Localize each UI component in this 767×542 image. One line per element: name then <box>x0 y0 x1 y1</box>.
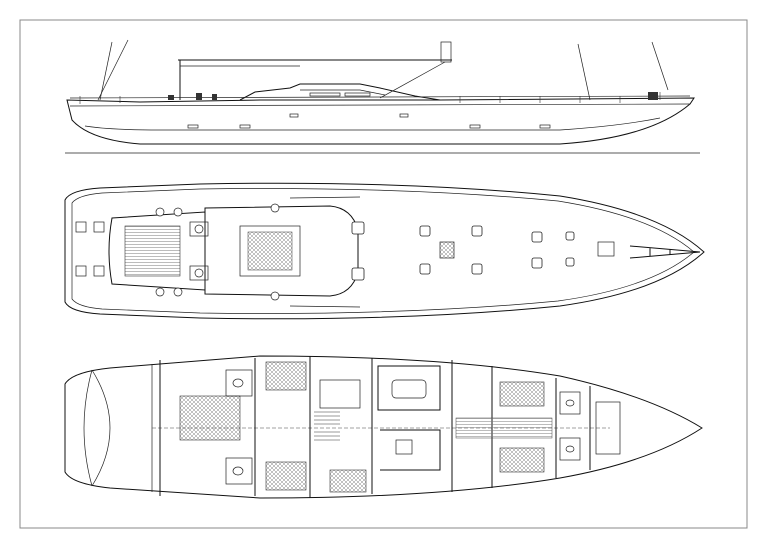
deck-plan <box>64 182 705 320</box>
saloon-table <box>391 379 427 399</box>
genoa-track-port <box>289 196 361 199</box>
sheet-frame <box>19 19 748 529</box>
cockpit-outline <box>108 211 206 291</box>
companionway-stairs <box>314 411 340 441</box>
deckhouse-windows <box>300 89 386 96</box>
fore-hatch <box>597 241 615 257</box>
deck-outline <box>64 182 705 320</box>
aft-cabin-berth <box>179 395 241 441</box>
deck-winches <box>168 92 658 100</box>
backstay <box>97 39 129 101</box>
cockpit-sole <box>124 225 181 277</box>
dinette <box>319 379 361 409</box>
house-window <box>309 92 341 97</box>
aft-cabin-walls <box>159 358 256 496</box>
accommodation-plan <box>64 355 703 499</box>
mast-head <box>440 41 452 63</box>
stanchions <box>79 92 661 104</box>
sheer-line <box>69 103 691 107</box>
profile-view <box>65 39 700 154</box>
genoa-track-stbd <box>289 305 361 308</box>
hatch-main <box>239 225 301 277</box>
saloon-settee <box>377 365 441 411</box>
mast-step <box>439 241 455 259</box>
boot-stripe <box>84 117 661 131</box>
portlights <box>187 113 551 129</box>
mizzen-stay <box>99 41 113 101</box>
hull-outline-interior <box>64 355 703 499</box>
deck-winch-drums <box>155 203 280 301</box>
house-window-2 <box>344 92 371 97</box>
stove <box>395 439 413 455</box>
bow-fitting <box>629 245 701 259</box>
lazarette-arc <box>91 369 111 487</box>
headstay <box>651 41 669 91</box>
foredeck-hatches <box>351 221 575 281</box>
head-compartments <box>225 369 581 485</box>
guest-berths <box>265 361 545 493</box>
crew-cabin <box>595 401 621 455</box>
deckhouse <box>239 83 441 101</box>
stern-lockers <box>75 221 105 277</box>
vang <box>379 61 446 99</box>
galley-counter <box>380 429 441 471</box>
corridor-sole <box>455 417 553 439</box>
helm-stations <box>189 221 209 281</box>
hatch-main-inner <box>247 231 293 271</box>
forestay <box>577 43 591 101</box>
transom-lazarette <box>83 364 153 492</box>
